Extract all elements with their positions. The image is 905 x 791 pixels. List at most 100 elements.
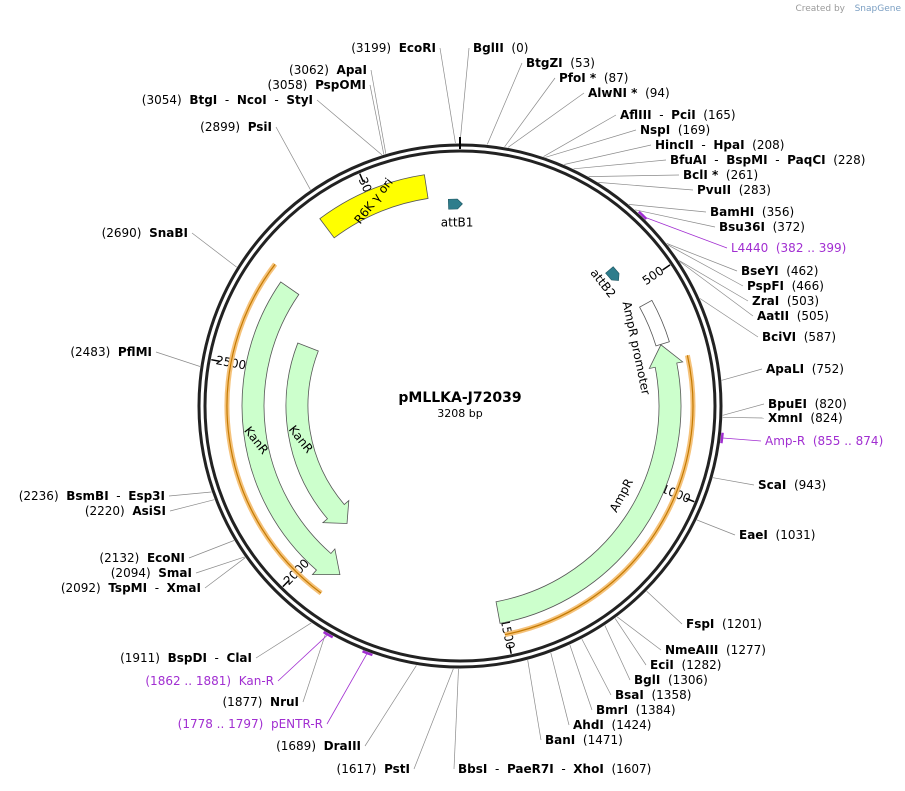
leader-line <box>581 638 612 696</box>
primer-mark <box>322 630 334 639</box>
leader-line <box>168 491 212 497</box>
enzyme-name: ZraI <box>752 294 779 308</box>
primer-mark <box>637 210 648 220</box>
enzyme-site-label: (1911) BspDI - ClaI <box>120 651 252 665</box>
plasmid-name: pMLLKA-J72039 <box>398 390 521 406</box>
enzyme-site-label: BbsI - PaeR7I - XhoI (1607) <box>458 762 651 776</box>
leader-line <box>188 540 235 559</box>
feature-cds <box>241 281 341 576</box>
leader-line <box>545 129 637 158</box>
enzyme-site-label: EaeI (1031) <box>739 528 815 542</box>
enzyme-site-label: (3062) ApaI <box>289 63 367 77</box>
enzyme-name: PspOMI <box>315 78 366 92</box>
leader-line <box>679 260 749 302</box>
site-position: (1689) <box>276 739 324 753</box>
leader-line <box>191 232 237 268</box>
site-position: (1607) <box>604 762 652 776</box>
site-position: (1358) <box>644 688 692 702</box>
leader-line <box>527 660 542 741</box>
enzyme-site-label: (1877) NruI <box>223 695 300 709</box>
site-position: (503) <box>779 294 819 308</box>
site-position: (3062) <box>289 63 337 77</box>
leader-line <box>628 204 707 213</box>
enzyme-name: BglI <box>634 673 660 687</box>
enzyme-site-label: (3058) PspOMI <box>268 78 366 92</box>
feature-shape <box>639 299 670 347</box>
leader-line <box>155 351 201 367</box>
leader-line <box>635 209 716 228</box>
enzyme-site-label: AlwNI * (94) <box>588 86 670 100</box>
tick-mark <box>359 173 365 183</box>
enzyme-site-label: AhdI (1424) <box>573 718 651 732</box>
site-position: (3054) <box>142 93 190 107</box>
primer-label: L4440 (382 .. 399) <box>731 241 846 255</box>
site-position: (1031) <box>768 528 816 542</box>
site-position: (943) <box>786 478 826 492</box>
site-position: Amp-R <box>765 434 805 448</box>
site-position: (2483) <box>70 345 118 359</box>
leader-line <box>721 437 762 442</box>
enzyme-site-label: (2690) SnaBI <box>102 226 188 240</box>
feature-ori <box>319 174 429 239</box>
enzyme-site-label: ZraI (503) <box>752 294 819 308</box>
site-position: (208) <box>745 138 785 152</box>
enzyme-site-label: BfuAI - BspMI - PaqCI (228) <box>670 153 866 167</box>
enzyme-site-label: ScaI (943) <box>758 478 826 492</box>
site-position: (169) <box>670 123 710 137</box>
leader-line <box>369 84 385 155</box>
site-position: (1384) <box>628 703 676 717</box>
tick-mark <box>685 497 695 503</box>
backbone-inner <box>203 149 717 663</box>
credit-text: Created by <box>795 4 845 14</box>
site-position: L4440 <box>731 241 768 255</box>
site-position: - <box>267 93 287 107</box>
leader-line <box>722 403 765 416</box>
leader-line <box>614 618 647 666</box>
site-position: (1282) <box>674 658 722 672</box>
enzyme-name: AflIII <box>620 108 652 122</box>
site-position: - <box>109 489 129 503</box>
enzyme-name: AhdI <box>573 718 604 732</box>
enzyme-name: AlwNI * <box>588 86 638 100</box>
enzyme-site-label: BmrI (1384) <box>596 703 676 717</box>
site-position: (462) <box>779 264 819 278</box>
site-position: (2899) <box>200 120 248 134</box>
enzyme-name: PfoI * <box>559 71 597 85</box>
site-position: (855 .. 874) <box>805 434 883 448</box>
site-position: - <box>694 138 714 152</box>
leader-line <box>302 632 327 703</box>
site-position: (2092) <box>61 581 109 595</box>
site-position: (372) <box>765 220 805 234</box>
enzyme-site-label: BglII (0) <box>473 41 528 55</box>
site-position: (3199) <box>351 41 399 55</box>
tick-mark <box>508 644 512 654</box>
enzyme-name: NspI <box>640 123 670 137</box>
enzyme-name: BfuAI <box>670 153 707 167</box>
att-site-arrow <box>448 198 463 210</box>
site-position: (261) <box>718 168 758 182</box>
site-position: (165) <box>696 108 736 122</box>
site-position: - <box>217 93 237 107</box>
enzyme-name: DraIII <box>324 739 361 753</box>
site-position: (2094) <box>111 566 159 580</box>
enzyme-site-label: FspI (1201) <box>686 617 762 631</box>
site-position: (1201) <box>714 617 762 631</box>
feature-shape <box>285 342 350 524</box>
enzyme-name: ApaI <box>337 63 367 77</box>
enzyme-name: BclI * <box>683 168 719 182</box>
enzyme-site-label: BglI (1306) <box>634 673 708 687</box>
enzyme-site-label: (2092) TspMI - XmaI <box>61 581 201 595</box>
enzyme-name: TspMI <box>108 581 147 595</box>
enzyme-site-label: (2094) SmaI <box>111 566 192 580</box>
enzyme-site-label: PspFI (466) <box>747 279 824 293</box>
leader-line <box>712 477 755 486</box>
snapgene-brand: SnapGene <box>855 4 902 14</box>
enzyme-name: PvuII <box>697 183 731 197</box>
leader-line <box>721 368 763 381</box>
site-position: (283) <box>731 183 771 197</box>
site-position: Kan-R <box>239 674 274 688</box>
enzyme-site-label: (3054) BtgI - NcoI - StyI <box>142 93 313 107</box>
leader-line <box>722 416 765 419</box>
kan-highlight-line <box>226 263 322 594</box>
site-position: (228) <box>826 153 866 167</box>
